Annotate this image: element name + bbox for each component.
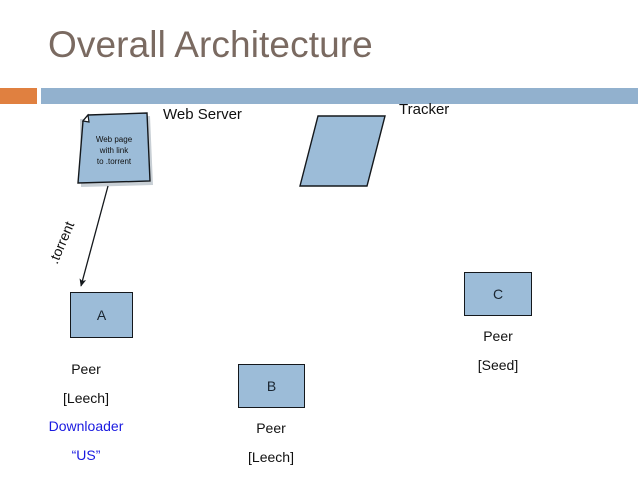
node-a-caption-peer: Peer <box>71 361 101 377</box>
page-title: Overall Architecture <box>48 24 373 65</box>
web-server-document-text: Web page with link to .torrent <box>78 134 150 167</box>
node-a-caption-downloader: Downloader <box>48 418 124 434</box>
accent-bar-blue <box>41 88 638 104</box>
node-a-caption-role: [Leech] <box>63 390 109 406</box>
node-c-label: C <box>492 286 504 302</box>
node-c-caption-peer: Peer <box>483 328 513 344</box>
web-server-document-shape <box>72 112 158 190</box>
accent-bar-orange <box>0 88 37 104</box>
node-a-caption-us: “US” <box>71 447 101 463</box>
node-c-box[interactable]: C <box>464 272 532 316</box>
node-c-caption-role: [Seed] <box>477 357 519 373</box>
node-a-label: A <box>96 307 107 323</box>
web-server-label: Web Server <box>163 106 242 123</box>
node-b-box[interactable]: B <box>238 364 305 408</box>
torrent-arrow <box>79 185 109 287</box>
document-icon <box>77 112 153 187</box>
document-line-2: with link <box>99 146 129 155</box>
node-a-box[interactable]: A <box>70 292 133 338</box>
tracker-parallelogram-shape <box>296 112 390 192</box>
node-b-label: B <box>266 378 277 394</box>
tracker-label: Tracker <box>399 101 450 118</box>
node-b-caption-peer: Peer <box>256 420 286 436</box>
node-b-caption-role: [Leech] <box>248 449 294 465</box>
document-line-1: Web page <box>95 135 133 144</box>
torrent-edge-label: .torrent <box>45 218 78 266</box>
document-line-3: to .torrent <box>96 157 132 166</box>
parallelogram-icon <box>299 115 386 187</box>
